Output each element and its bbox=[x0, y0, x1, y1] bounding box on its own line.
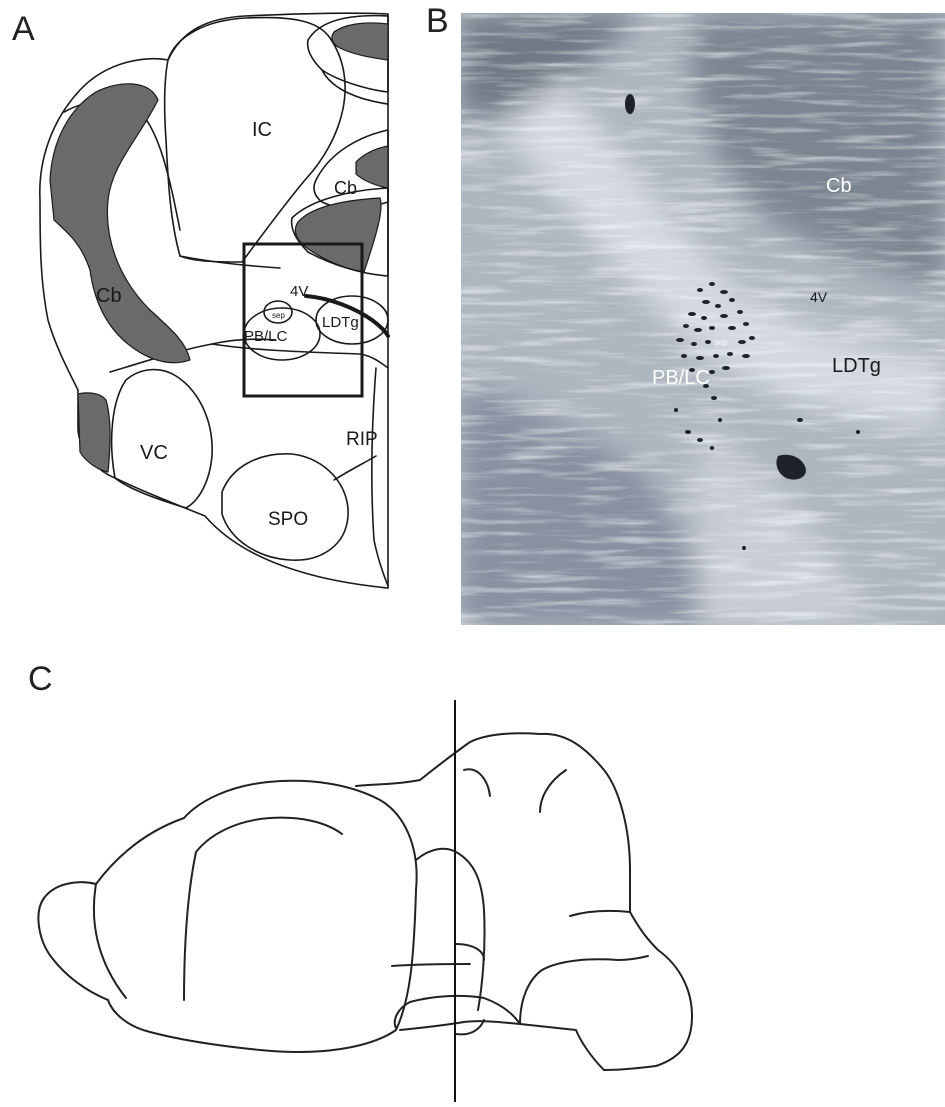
cerebellum-fold-2 bbox=[540, 770, 566, 812]
label-pb-lc: PB/LC bbox=[244, 328, 288, 345]
cb-fill-left bbox=[50, 84, 190, 363]
cb-fill-middle bbox=[356, 146, 388, 188]
cerebellum-outline bbox=[356, 733, 630, 912]
hypothalamus-line bbox=[392, 964, 470, 966]
label-rip: RIP bbox=[346, 429, 378, 450]
midbrain-outline bbox=[416, 849, 485, 1010]
cerebellum-fold-3 bbox=[570, 911, 630, 916]
medial-line-outline bbox=[334, 456, 376, 480]
spo-outline bbox=[222, 454, 348, 560]
brain-outline-drawing bbox=[38, 733, 692, 1070]
vc-outline bbox=[112, 370, 213, 508]
cerebrum-outline bbox=[96, 781, 417, 1052]
micro-label-ldtg: LDTg bbox=[832, 355, 881, 377]
label-vc: VC bbox=[140, 442, 168, 464]
micro-label-cb: Cb bbox=[826, 175, 852, 197]
label-sep-atlas: sep bbox=[272, 311, 285, 320]
cb-fill-upper bbox=[332, 23, 388, 60]
rip-outline bbox=[372, 368, 388, 586]
cb-fill-left-lower bbox=[78, 393, 110, 472]
label-ldtg: LDTg bbox=[322, 314, 359, 331]
micro-label-4v: 4V bbox=[810, 289, 828, 305]
cerebrum-inner-fold bbox=[184, 818, 342, 1000]
cerebellum-fold-1 bbox=[464, 769, 490, 796]
micro-label-pb-lc: PB/LC bbox=[652, 367, 710, 389]
brainstem-outline bbox=[400, 912, 692, 1070]
brainstem-inner bbox=[520, 956, 648, 1024]
label-cb-left: Cb bbox=[96, 285, 122, 307]
bulb-fold bbox=[94, 884, 126, 998]
label-4v: 4V bbox=[290, 283, 308, 300]
label-cb-upper: Cb bbox=[334, 178, 357, 198]
label-spo: SPO bbox=[268, 509, 308, 530]
micrograph bbox=[461, 13, 945, 625]
label-ic: IC bbox=[252, 119, 272, 141]
cerebellar-fills bbox=[50, 23, 388, 472]
midbrain-inner bbox=[456, 944, 484, 960]
cb-fill-lower bbox=[295, 198, 381, 272]
micro-label-sep: sep bbox=[714, 338, 727, 347]
